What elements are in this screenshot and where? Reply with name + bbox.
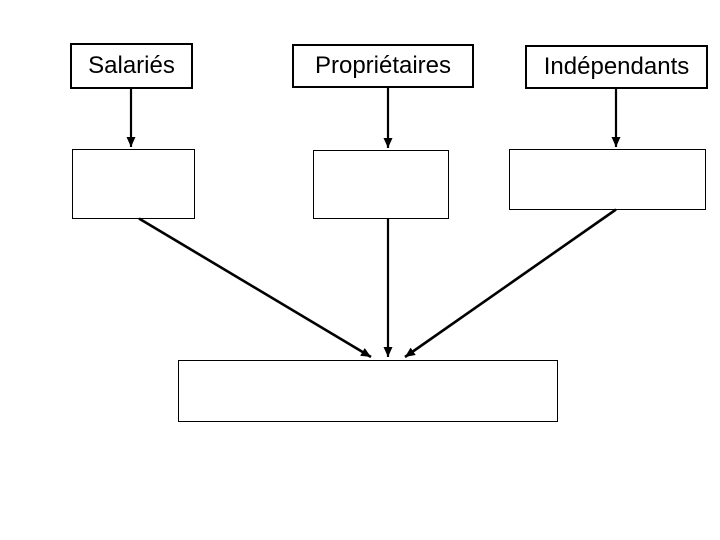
bottom-merge-box: [178, 360, 558, 422]
salaries-label: Salariés: [88, 52, 175, 79]
independants-label: Indépendants: [543, 53, 690, 80]
proprietaires-empty-box: [313, 150, 449, 219]
independants-empty-box: [509, 149, 706, 210]
salaries-empty-box: [72, 149, 195, 219]
proprietaires-box: Propriétaires: [292, 44, 474, 88]
salaries-box: Salariés: [70, 43, 193, 89]
proprietaires-label: Propriétaires: [314, 52, 452, 79]
independants-merge-arrow: [404, 208, 617, 359]
independants-box: Indépendants: [525, 45, 708, 89]
salaries-merge-arrow: [138, 217, 372, 359]
